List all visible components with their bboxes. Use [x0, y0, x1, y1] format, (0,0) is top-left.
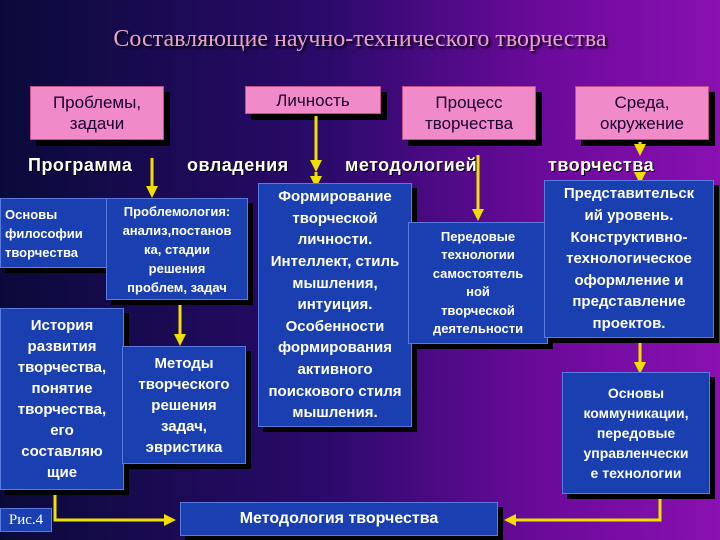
history-box: История развития творчества, понятие тво…	[0, 308, 124, 490]
advanced-technologies-box: Передовые технологии самостоятель ной тв…	[408, 222, 548, 344]
connector-right-to-bottom	[504, 492, 662, 526]
row-methodology: методологией	[345, 155, 478, 175]
methods-box: Методы творческого решения задач, эврист…	[122, 346, 246, 464]
row-mastery: овладения	[187, 155, 289, 175]
figure-label: Рис.4	[0, 508, 52, 532]
row-creativity: творчества	[548, 155, 655, 175]
problemology-box: Проблемология: анализ,постанов ка, стади…	[106, 198, 248, 300]
row-program: Программа	[28, 155, 133, 175]
communication-box: Основы коммуникации, передовые управленч…	[562, 372, 710, 494]
formation-box: Формирование творческой личности. Интелл…	[258, 183, 412, 427]
environment-box: Среда, окружение	[575, 86, 709, 140]
connector-left-to-bottom	[53, 492, 176, 526]
methodology-bottom-box: Методология творчества	[180, 502, 498, 536]
page-title: Составляющие научно-технического творчес…	[113, 26, 607, 52]
process-box: Процесс творчества	[402, 86, 536, 140]
problems-box: Проблемы, задачи	[30, 86, 164, 140]
personality-box: Личность	[245, 86, 381, 114]
foundations-box: Основы философии творчества	[0, 198, 116, 268]
representative-box: Представительск ий уровень. Конструктивн…	[544, 180, 714, 338]
